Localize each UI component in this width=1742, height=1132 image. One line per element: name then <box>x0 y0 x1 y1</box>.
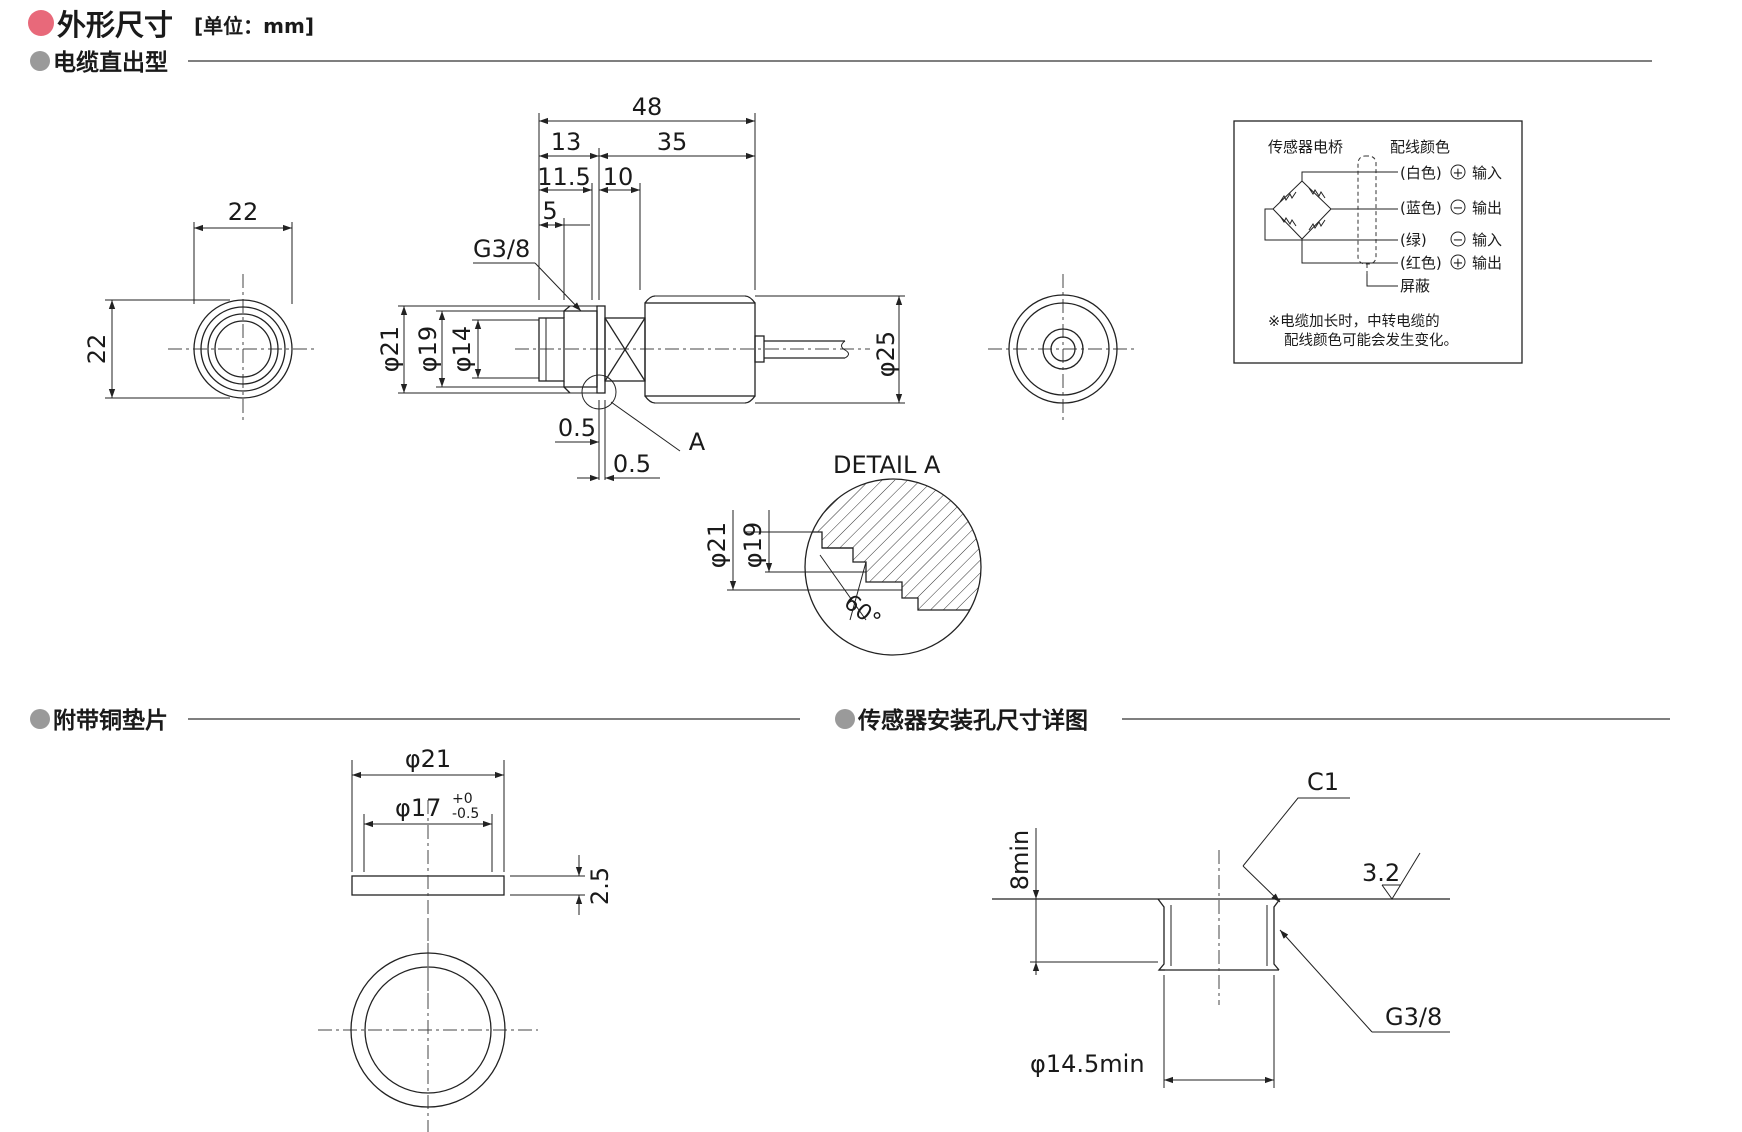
wire-row-1-fn: 输入 <box>1472 164 1502 182</box>
detail-phi19: φ19 <box>739 522 767 568</box>
wiring-color-header: 配线颜色 <box>1390 138 1450 156</box>
wiring-note-1: ※电缆加长时，中转电缆的 <box>1268 313 1440 330</box>
section-title-hole: 传感器安装孔尺寸详图 <box>857 707 1088 734</box>
wire-row-2-fn: 输出 <box>1472 199 1502 217</box>
side-height-label: 22 <box>83 334 111 365</box>
wire-row-4-fn: 输出 <box>1472 254 1502 272</box>
title-bullet <box>28 10 54 36</box>
detail-angle: 60° <box>839 590 885 634</box>
hole-roughness: 3.2 <box>1362 859 1400 887</box>
side-width-label: 22 <box>228 198 259 226</box>
dim-48: 48 <box>632 93 663 121</box>
hole-depth: 8min <box>1006 830 1034 891</box>
dim-0-5-upper: 0.5 <box>558 414 596 442</box>
page-header: 外形尺寸 [单位：mm] <box>28 8 314 42</box>
wiring-bridge-label: 传感器电桥 <box>1268 138 1343 156</box>
wire-row-2-color: (蓝色) <box>1400 199 1442 217</box>
section-title-cable: 电缆直出型 <box>53 49 168 76</box>
dim-13: 13 <box>551 128 582 156</box>
wire-row-3-sign: − <box>1453 233 1464 248</box>
washer-drawing: φ21 φ17 +0 -0.5 2.5 <box>318 745 614 1132</box>
wire-row-2-sign: − <box>1453 201 1464 216</box>
detail-title: DETAIL A <box>833 451 941 479</box>
thread-label: G3/8 <box>473 235 530 263</box>
section-header-washer: 附带铜垫片 <box>30 707 800 734</box>
section-title-washer: 附带铜垫片 <box>53 707 168 734</box>
section-bullet <box>30 51 50 71</box>
detail-callout-A: A <box>689 428 706 456</box>
dim-phi14: φ14 <box>448 326 476 372</box>
dim-10: 10 <box>603 163 634 191</box>
wire-row-3-fn: 输入 <box>1472 231 1502 249</box>
section-bullet <box>835 709 855 729</box>
dim-5: 5 <box>542 197 557 225</box>
dim-phi19: φ19 <box>414 326 442 372</box>
wire-row-3-color: (绿) <box>1400 231 1427 249</box>
washer-outer-dia: φ21 <box>405 745 451 773</box>
detail-a: DETAIL A φ21 φ19 60° <box>703 451 982 656</box>
section-header-cable: 电缆直出型 <box>30 49 1652 76</box>
dim-phi21: φ21 <box>376 326 404 372</box>
wire-row-1-sign: + <box>1453 166 1464 181</box>
section-header-hole: 传感器安装孔尺寸详图 <box>835 707 1670 734</box>
hole-thread: G3/8 <box>1385 1003 1442 1031</box>
wiring-note-2: 配线颜色可能会发生变化。 <box>1284 332 1458 349</box>
side-view: 22 22 <box>83 198 318 424</box>
unit-label: [单位：mm] <box>194 14 314 38</box>
washer-tol-lower: -0.5 <box>452 806 479 822</box>
hole-chamfer: C1 <box>1307 768 1339 796</box>
washer-inner-dia: φ17 <box>395 794 441 822</box>
wiring-shield-label: 屏蔽 <box>1400 277 1430 295</box>
wire-row-4-color: (红色) <box>1400 254 1442 272</box>
wire-row-4-sign: + <box>1453 256 1464 271</box>
dim-phi25: φ25 <box>872 331 900 377</box>
washer-tol-upper: +0 <box>452 791 473 807</box>
dim-11-5: 11.5 <box>537 163 590 191</box>
detail-phi21: φ21 <box>703 522 731 568</box>
dim-35: 35 <box>657 128 688 156</box>
end-view <box>988 274 1138 424</box>
wiring-box: 传感器电桥 配线颜色 (白色) 输入 + (蓝色) 输出 − (绿) 输入 − … <box>1233 120 1523 364</box>
hole-drawing: C1 8min 3.2 G3/8 φ14.5min <box>992 768 1450 1088</box>
hole-diameter: φ14.5min <box>1030 1050 1145 1078</box>
page-title: 外形尺寸 <box>57 8 173 42</box>
wire-row-1-color: (白色) <box>1400 164 1442 182</box>
main-view: A 48 13 35 11.5 10 5 G3/8 φ21 φ19 <box>376 93 905 482</box>
section-bullet <box>30 709 50 729</box>
dim-0-5-lower: 0.5 <box>613 450 651 478</box>
washer-thickness: 2.5 <box>586 867 614 905</box>
